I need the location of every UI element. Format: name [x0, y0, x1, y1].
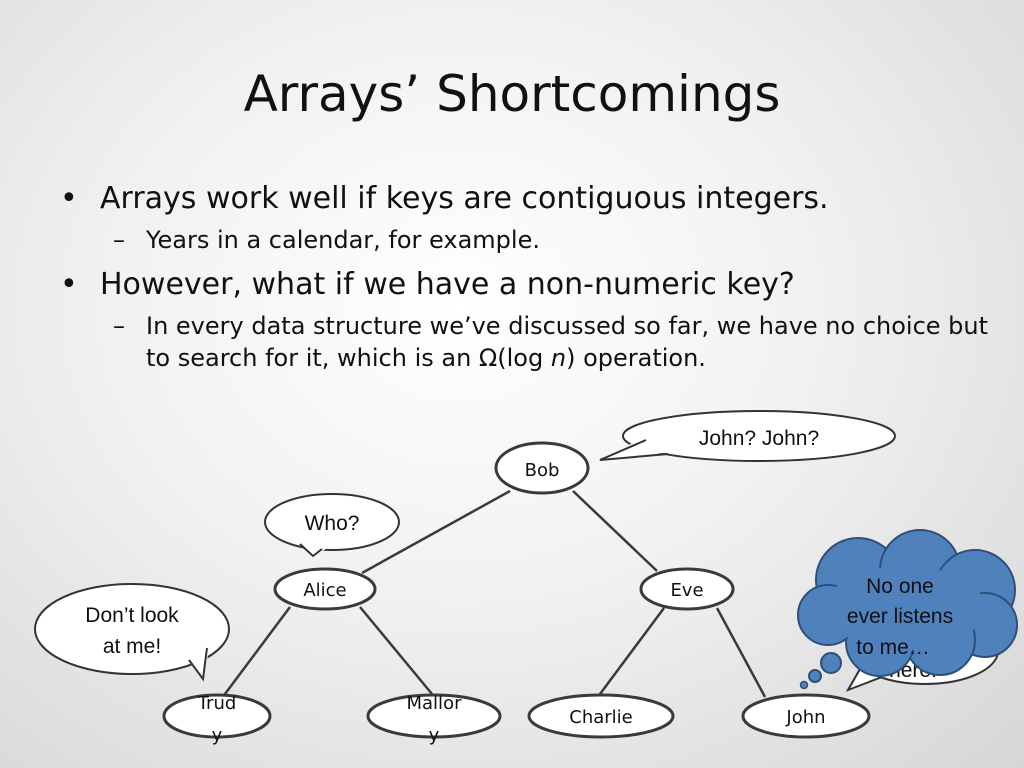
node-bob-label: Bob	[525, 460, 560, 481]
slide-title: Arrays’ Shortcomings	[243, 65, 781, 123]
bullet-text: Arrays work well if keys are contiguous …	[100, 181, 829, 216]
sub-bullet-text-after: ) operation.	[566, 344, 706, 372]
node-mallory-label-line1: Mallor	[407, 693, 463, 714]
dash-marker: –	[113, 226, 125, 254]
trudy-speech-line1: Don’t look	[85, 604, 179, 627]
node-trudy-label-line2: y	[212, 725, 223, 746]
bob-speech-text: John? John?	[699, 427, 819, 450]
node-john-label: John	[785, 707, 825, 728]
eve-thought-line2: ever listens	[847, 605, 953, 628]
edge-bob-alice	[361, 489, 511, 575]
node-eve-label: Eve	[670, 580, 703, 601]
sub-bullet-years: –Years in a calendar, for example.	[60, 224, 990, 256]
node-alice	[273, 567, 377, 611]
node-mallory	[366, 693, 502, 739]
sub-bullet-search: –In every data structure we’ve discussed…	[60, 310, 990, 374]
eve-thought-cloud: No one ever listens to me…	[797, 529, 1018, 690]
bullet-non-numeric-key: However, what if we have a non-numeric k…	[60, 266, 990, 304]
bob-speech-bubble: John? John?	[599, 410, 896, 462]
thought-dot-medium	[808, 669, 822, 683]
alice-speech-bubble: Who?	[264, 493, 400, 558]
thought-dot-large	[820, 652, 842, 674]
node-eve	[639, 567, 735, 611]
eve-thought-line3: to me…	[856, 636, 930, 659]
sub-bullet-text-before: In every data structure we’ve discussed …	[146, 312, 989, 372]
bullet-text: However, what if we have a non-numeric k…	[100, 267, 795, 302]
alice-speech-text: Who?	[305, 512, 360, 535]
edge-eve-charlie	[598, 607, 666, 695]
thought-dot-small	[799, 680, 809, 690]
cloud-fill	[825, 566, 985, 650]
edge-alice-mallory	[359, 606, 433, 695]
node-mallory-label-line2: y	[429, 725, 440, 746]
edge-bob-eve	[572, 490, 658, 572]
eve-thought-line1: No one	[866, 575, 934, 598]
node-trudy	[162, 693, 272, 739]
edge-eve-john	[715, 607, 767, 698]
node-alice-label: Alice	[303, 580, 346, 601]
trudy-speech-bubble: Don’t look at me!	[34, 583, 230, 682]
dash-marker: –	[113, 312, 125, 340]
node-charlie-label: Charlie	[569, 707, 632, 728]
sub-bullet-text: Years in a calendar, for example.	[146, 226, 540, 254]
node-charlie	[527, 693, 675, 739]
tree-edges	[220, 489, 767, 699]
trudy-speech-line2: at me!	[103, 635, 161, 658]
bullet-list: Arrays work well if keys are contiguous …	[60, 180, 990, 384]
node-bob	[494, 441, 590, 495]
edge-alice-trudy	[220, 606, 292, 699]
sub-bullet-italic-n: n	[550, 344, 567, 372]
node-trudy-label-line1: Trud	[197, 693, 237, 714]
node-john	[741, 693, 871, 739]
bullet-arrays-work-well: Arrays work well if keys are contiguous …	[60, 180, 990, 218]
tree-nodes	[162, 441, 871, 739]
